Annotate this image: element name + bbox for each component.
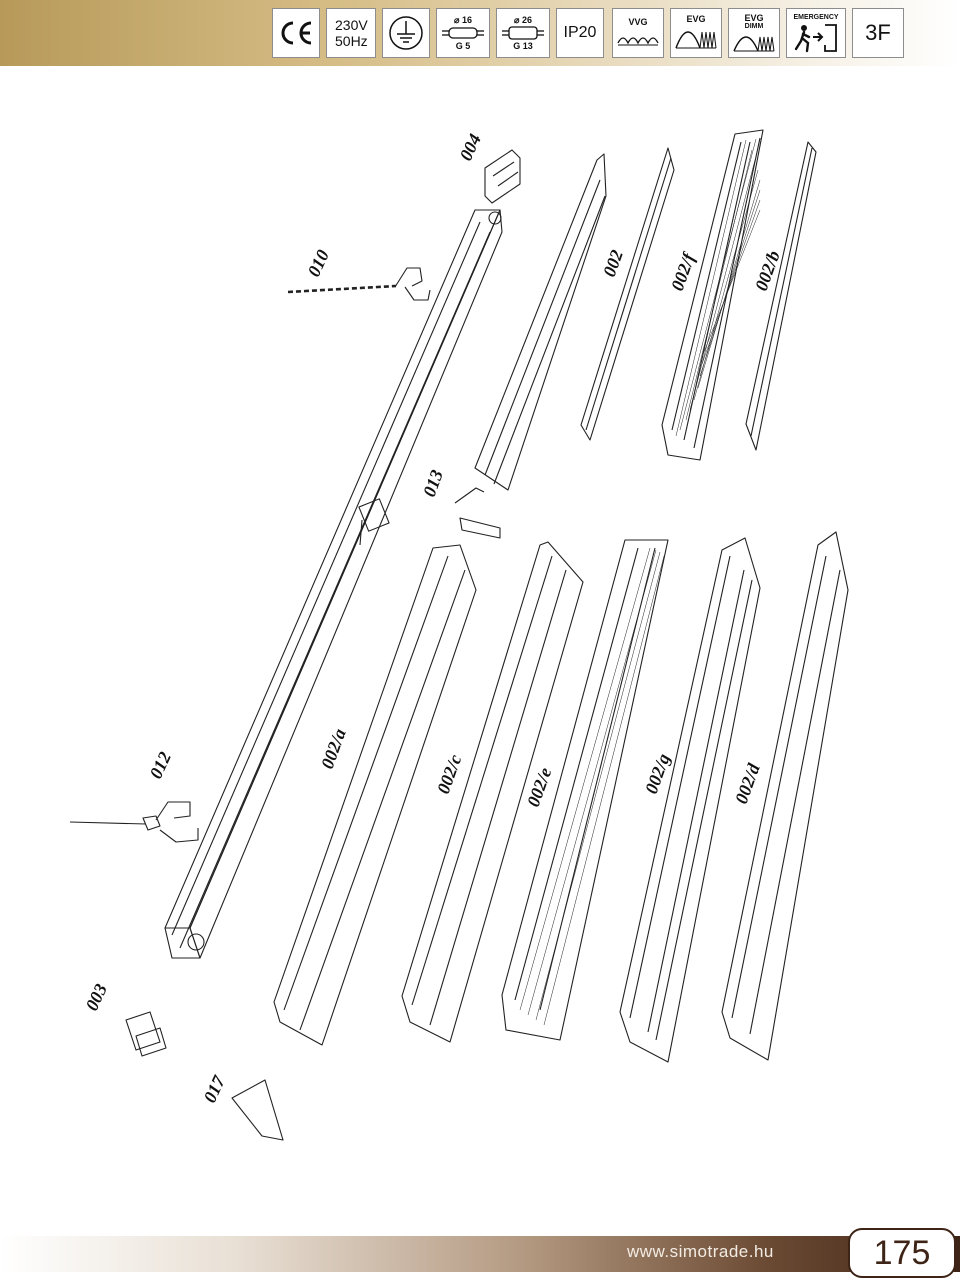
- evg-dimm-text-1: EVG: [744, 13, 764, 23]
- magnetic-ballast-wave-icon: [617, 37, 659, 46]
- lamp-t16-diameter: 16: [461, 15, 472, 25]
- lamp-t26-diameter: 26: [521, 15, 532, 25]
- evg-dimm-badge: EVG DIMM: [728, 8, 780, 58]
- reflector-002: [474, 153, 607, 491]
- class-badge: 3F: [852, 8, 904, 58]
- lamp-t26-diameter-row: ⌀ 26: [514, 15, 532, 25]
- page-number: 175: [848, 1228, 956, 1278]
- reflector-002b-strip: [745, 141, 817, 451]
- lamp-t26-socket: G 13: [513, 41, 533, 51]
- label-010: 010: [303, 247, 333, 280]
- lamp-t16-diameter-row: ⌀ 16: [454, 15, 472, 25]
- dimmable-ballast-wave-icon: [733, 36, 775, 52]
- footer-band: [0, 1236, 960, 1272]
- earth-badge: [382, 8, 430, 58]
- voltage-badge: 230V 50Hz: [326, 8, 376, 58]
- reflector-002f: [580, 147, 675, 441]
- voltage-text: 230V: [335, 17, 368, 33]
- frequency-text: 50Hz: [335, 33, 368, 49]
- label-013: 013: [419, 467, 447, 499]
- emergency-text: EMERGENCY: [793, 14, 839, 21]
- louvre-002g: [619, 537, 761, 1063]
- class-text: 3F: [865, 20, 891, 45]
- website-link[interactable]: www.simotrade.hu: [627, 1242, 774, 1261]
- louvre-002b: [661, 129, 764, 461]
- label-002a: 002/a: [317, 726, 350, 771]
- lamp-t16-socket: G 5: [455, 41, 471, 51]
- ip-badge: IP20: [556, 8, 604, 58]
- lamp-t16-badge: ⌀ 16 G 5: [436, 8, 490, 58]
- tube-lamp-icon: [442, 27, 484, 39]
- label-002b: 002/b: [751, 248, 784, 293]
- end-cap-003: [125, 1011, 167, 1057]
- main-body-rail: [164, 209, 503, 959]
- reflector-002c: [401, 541, 584, 1043]
- clip-013: [454, 487, 501, 539]
- vvg-text: VVG: [628, 17, 648, 27]
- wire-hanger-012: [69, 801, 199, 843]
- evg-badge: EVG: [670, 8, 722, 58]
- label-002d: 002/d: [731, 760, 764, 806]
- label-003: 003: [81, 981, 111, 1014]
- electronic-ballast-wave-icon: [675, 31, 717, 49]
- emergency-exit-icon: [794, 24, 837, 53]
- part-labels: 004 010 002 002/f 002/b 013 012 002/a 00…: [81, 131, 783, 1106]
- vvg-badge: VVG: [612, 8, 664, 58]
- end-cap-004: [484, 149, 521, 204]
- ip-rating-text: IP20: [563, 24, 597, 41]
- evg-text: EVG: [686, 14, 706, 24]
- lamp-t26-badge: ⌀ 26 G 13: [496, 8, 550, 58]
- ce-icon: [281, 21, 312, 45]
- ce-mark-badge: [272, 8, 320, 58]
- reflector-002d: [721, 531, 849, 1061]
- reflector-002a: [273, 544, 477, 1046]
- label-002f: 002/f: [667, 249, 699, 293]
- label-017: 017: [199, 1072, 229, 1106]
- tube-lamp-icon: [502, 26, 544, 40]
- label-004: 004: [455, 131, 485, 164]
- exploded-view-drawing: 004 010 002 002/f 002/b 013 012 002/a 00…: [69, 129, 849, 1141]
- label-012: 012: [145, 749, 175, 782]
- louvre-002e: [501, 539, 669, 1041]
- earth-ground-icon: [389, 16, 423, 50]
- end-plate-017: [231, 1079, 284, 1141]
- chain-hanger-010: [287, 267, 431, 301]
- evg-dimm-text-2: DIMM: [744, 23, 764, 30]
- label-002: 002: [599, 247, 627, 279]
- label-002c: 002/c: [433, 752, 465, 796]
- emergency-badge: EMERGENCY: [786, 8, 846, 58]
